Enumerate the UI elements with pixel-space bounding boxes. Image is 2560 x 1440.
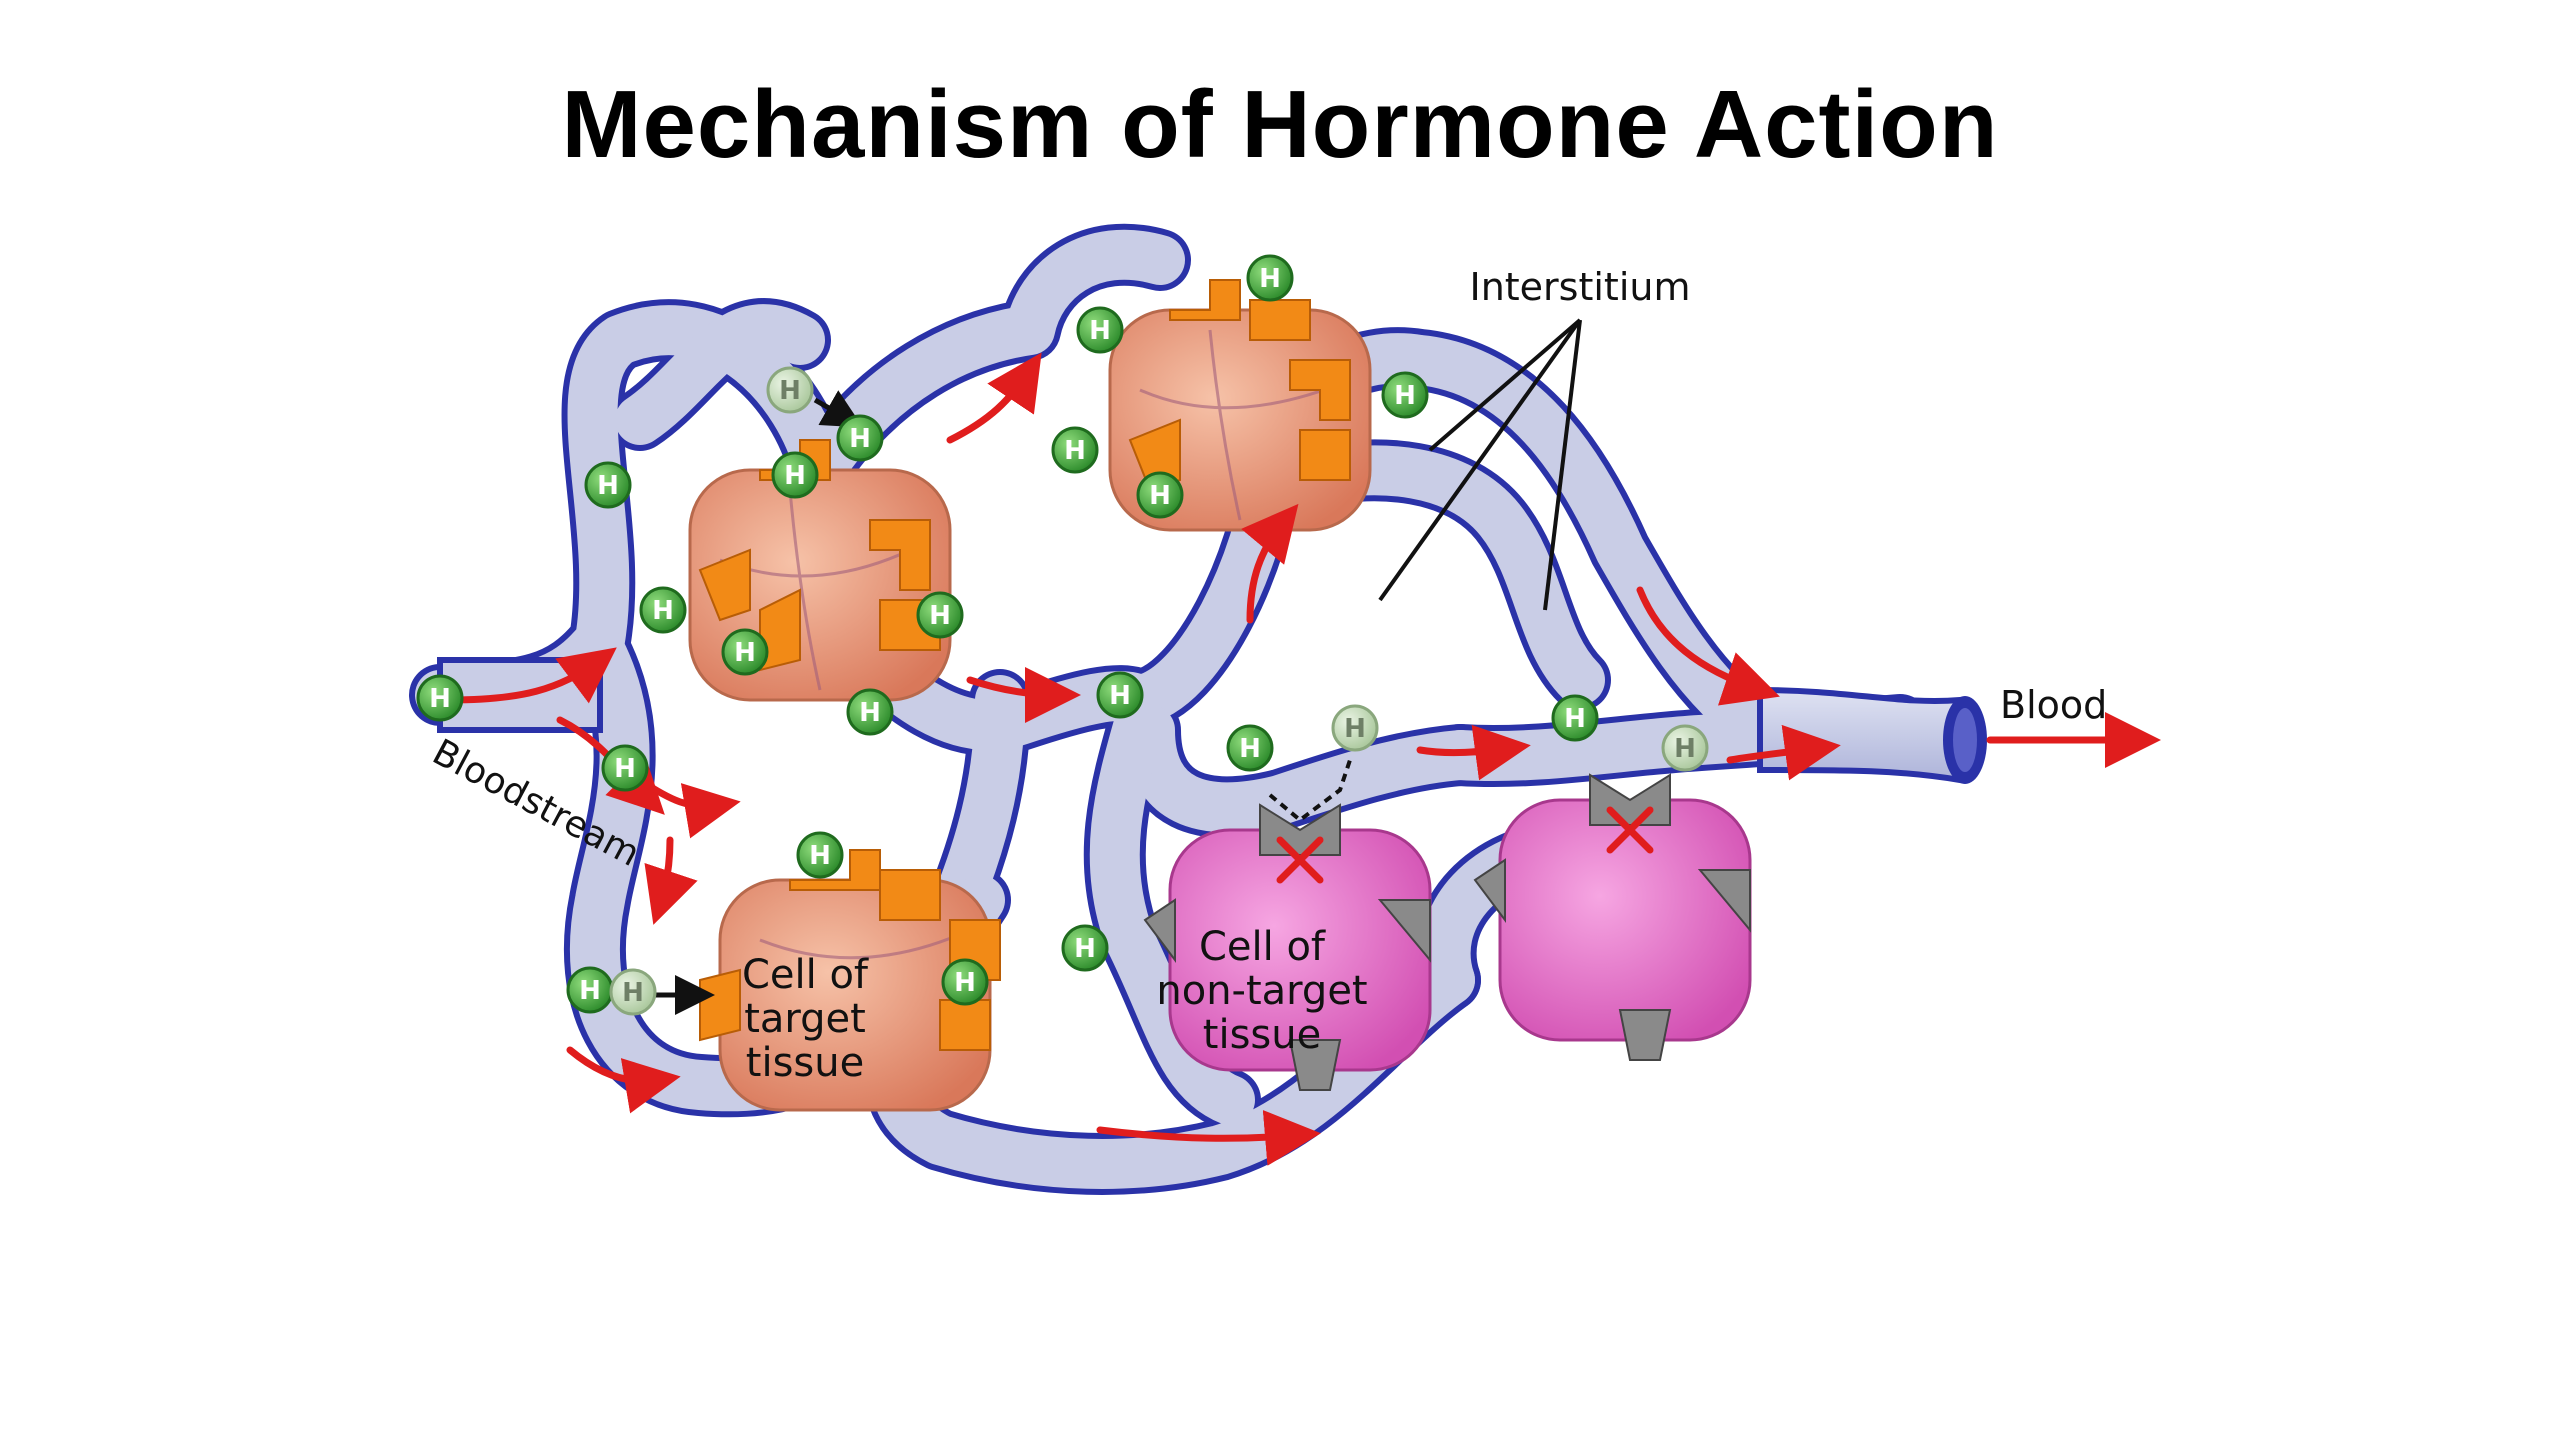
target-cell-label-line3: tissue: [746, 1040, 864, 1086]
target-cell-label-line1: Cell of: [742, 952, 869, 998]
hormone-molecule: H: [941, 958, 989, 1006]
rebound-dashed-arrows: [1268, 759, 1352, 823]
svg-text:H: H: [784, 461, 806, 491]
hormone-molecule-inactive: H: [766, 366, 814, 414]
svg-text:H: H: [597, 471, 619, 501]
hormone-molecule: H: [771, 451, 819, 499]
blood-label: Blood: [2000, 683, 2107, 727]
hormone-molecule: H: [1136, 471, 1184, 519]
nontarget-cell-label-line3: tissue: [1203, 1012, 1321, 1058]
no-binding-x-marks: [1276, 806, 1654, 884]
svg-text:H: H: [579, 976, 601, 1006]
hormone-molecule: H: [566, 966, 614, 1014]
svg-text:H: H: [809, 841, 831, 871]
target-cell-3: Cell of target tissue: [699, 849, 1001, 1112]
svg-text:H: H: [1149, 481, 1171, 511]
nontarget-cell-1: Cell of non-target tissue: [1143, 803, 1432, 1091]
target-cell-2: [1108, 279, 1372, 532]
svg-text:H: H: [1259, 264, 1281, 294]
hormone-molecule: H: [836, 414, 884, 462]
nontarget-cell-label-line1: Cell of: [1199, 924, 1326, 970]
svg-text:H: H: [1674, 734, 1696, 764]
svg-text:H: H: [614, 754, 636, 784]
hormone-molecule: H: [639, 586, 687, 634]
svg-text:H: H: [954, 968, 976, 998]
svg-text:H: H: [1074, 934, 1096, 964]
hormone-molecule: H: [721, 628, 769, 676]
hormone-molecule: H: [1381, 371, 1429, 419]
hormone-molecule: H: [1061, 924, 1109, 972]
outgoing-blood-tube: [1757, 686, 1987, 784]
svg-text:H: H: [1109, 681, 1131, 711]
hormone-molecule: H: [1246, 254, 1294, 302]
hormone-molecule: H: [1076, 306, 1124, 354]
nontarget-cell-2: [1473, 773, 1752, 1061]
svg-text:H: H: [929, 601, 951, 631]
svg-text:H: H: [1089, 316, 1111, 346]
slide-title: Mechanism of Hormone Action: [561, 71, 1999, 178]
hormone-molecule: H: [796, 831, 844, 879]
svg-text:H: H: [849, 424, 871, 454]
hormone-molecule-inactive: H: [609, 968, 657, 1016]
hormone-molecule: H: [416, 674, 464, 722]
svg-text:H: H: [1064, 436, 1086, 466]
svg-text:H: H: [622, 978, 644, 1008]
hormone-molecule: H: [584, 461, 632, 509]
hormone-molecule-inactive: H: [1331, 704, 1379, 752]
hormone-molecule: H: [601, 744, 649, 792]
nontarget-cell-label-line2: non-target: [1156, 968, 1367, 1014]
svg-text:H: H: [1239, 734, 1261, 764]
hormone-molecule: H: [916, 591, 964, 639]
svg-text:H: H: [734, 638, 756, 668]
svg-text:H: H: [429, 684, 451, 714]
svg-text:H: H: [1564, 704, 1586, 734]
interstitium-pointers: [1378, 318, 1582, 611]
binding-arrows: [655, 390, 864, 1015]
svg-text:H: H: [779, 376, 801, 406]
interstitium-label: Interstitium: [1469, 265, 1690, 309]
svg-text:H: H: [652, 596, 674, 626]
svg-text:H: H: [1344, 714, 1366, 744]
target-cell-label-line2: target: [744, 996, 866, 1042]
svg-text:H: H: [1394, 381, 1416, 411]
svg-text:H: H: [859, 698, 881, 728]
hormone-molecule: H: [1226, 724, 1274, 772]
hormone-molecule-inactive: H: [1661, 724, 1709, 772]
hormone-molecule: H: [1096, 671, 1144, 719]
hormone-molecule: H: [846, 688, 894, 736]
hormone-molecule: H: [1051, 426, 1099, 474]
hormone-molecule: H: [1551, 694, 1599, 742]
